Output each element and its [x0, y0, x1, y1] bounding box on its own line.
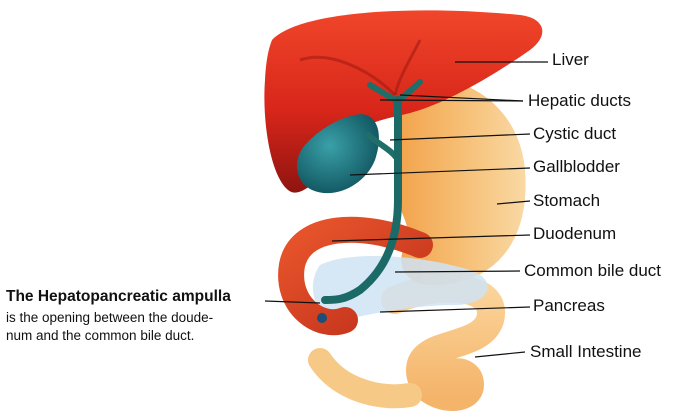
label-common-bile-duct: Common bile duct — [524, 261, 661, 281]
ampulla-marker — [317, 313, 327, 323]
label-gallbladder: Gallblodder — [533, 157, 620, 177]
leader-small-intestine — [475, 352, 525, 357]
ampulla-note-title: The Hepatopancreatic ampulla — [6, 288, 231, 306]
label-liver: Liver — [552, 50, 589, 70]
ampulla-note-line-2: num and the common bile duct. — [6, 328, 194, 343]
label-duodenum: Duodenum — [533, 224, 616, 244]
label-pancreas: Pancreas — [533, 296, 605, 316]
label-hepatic-ducts: Hepatic ducts — [528, 91, 631, 111]
label-small-intestine: Small Intestine — [530, 342, 642, 362]
ampulla-note-line-1: is the opening between the doude- — [6, 310, 213, 325]
label-cystic-duct: Cystic duct — [533, 124, 616, 144]
label-stomach: Stomach — [533, 191, 600, 211]
